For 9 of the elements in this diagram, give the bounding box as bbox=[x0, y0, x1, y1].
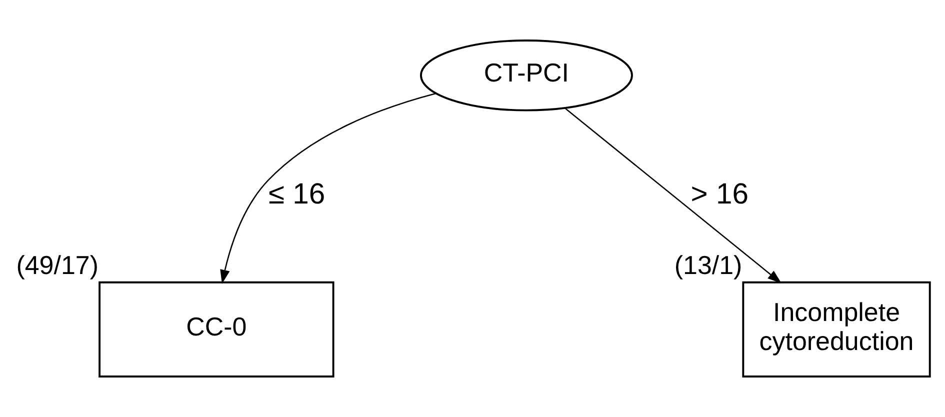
node-label: (13/1) bbox=[674, 250, 742, 280]
node-box: CC-0 bbox=[98, 281, 334, 378]
arrow bbox=[220, 92, 436, 284]
node-ellipse: CT-PCI bbox=[420, 40, 633, 112]
node-label: (49/17) bbox=[16, 250, 98, 280]
edge-label: ≤ 16 bbox=[268, 178, 326, 210]
arrow bbox=[564, 108, 782, 284]
node-box: Incomplete cytoreduction bbox=[742, 281, 931, 378]
edge-label: > 16 bbox=[690, 178, 748, 210]
